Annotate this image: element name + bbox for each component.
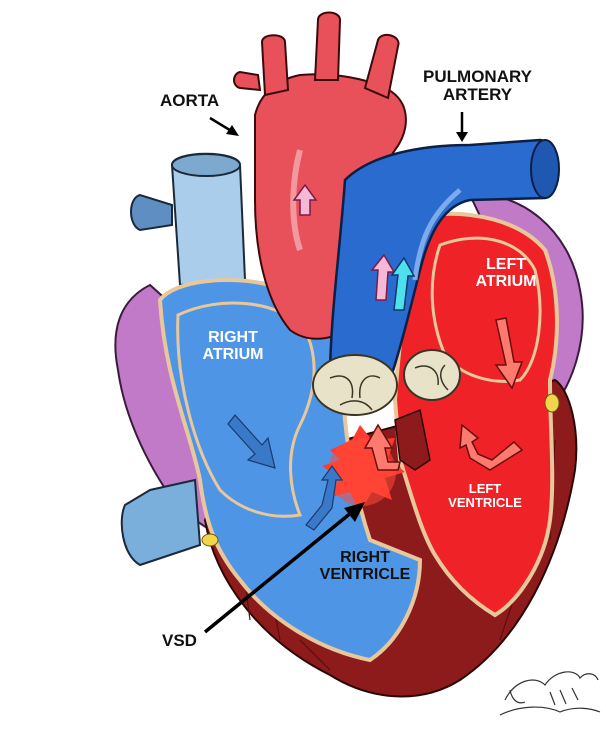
right-ventricle-flow-arrow xyxy=(305,464,344,531)
label-left-ventricle: LEFT VENTRICLE xyxy=(430,482,540,509)
right-atrium-flow-arrow xyxy=(227,414,276,469)
label-pulmonary-artery: PULMONARY ARTERY xyxy=(415,68,540,104)
vsd-pointer xyxy=(203,502,365,634)
label-right-atrium-line1: RIGHT xyxy=(208,329,258,346)
label-right-ventricle: RIGHT VENTRICLE xyxy=(305,549,425,584)
label-aorta: AORTA xyxy=(160,91,220,110)
label-right-atrium-line2: ATRIUM xyxy=(202,345,264,363)
aorta-flow-arrow xyxy=(292,183,318,216)
pulmonary-valve xyxy=(312,354,398,416)
left-atrium-wall xyxy=(430,236,542,383)
left-heart-chamber xyxy=(392,211,559,618)
aorta-branch-left xyxy=(260,34,290,97)
left-ventricle-flow-arrow xyxy=(459,423,524,471)
pulmonary-artery-end xyxy=(530,139,560,199)
aortic-valve xyxy=(403,349,461,401)
label-left-atrium: LEFT ATRIUM xyxy=(466,256,546,291)
label-pulmonary-line1: PULMONARY xyxy=(423,67,532,86)
label-right-atrium: RIGHT ATRIUM xyxy=(188,329,278,364)
vena-cava-opening xyxy=(171,153,241,177)
interventricular-septum xyxy=(394,408,431,471)
label-right-ventricle-line1: RIGHT xyxy=(340,549,390,566)
pulmonary-flow-arrow-cyan xyxy=(390,256,416,311)
aorta-small-branch xyxy=(233,70,262,92)
label-left-ventricle-line2: VENTRICLE xyxy=(448,494,522,510)
aorta-pointer xyxy=(209,116,239,136)
fat-deposit-right xyxy=(544,393,560,413)
label-left-atrium-line1: LEFT xyxy=(486,256,526,273)
aorta-branch-right xyxy=(363,33,400,100)
left-atrium-flow-arrow xyxy=(494,317,524,390)
pulmonary-highlight xyxy=(412,188,462,281)
pulmonary-pointer xyxy=(456,112,468,142)
label-pulmonary-line2: ARTERY xyxy=(442,84,513,104)
label-left-ventricle-line1: LEFT xyxy=(468,481,502,496)
label-right-ventricle-line2: VENTRICLE xyxy=(319,565,411,583)
inferior-vena-cava xyxy=(120,478,202,567)
fat-deposit-left xyxy=(201,533,219,547)
vsd-flow-arrow xyxy=(363,423,401,471)
vena-cava-side-branch xyxy=(130,193,173,232)
aorta xyxy=(254,73,407,340)
pulmonary-flow-arrow-pink xyxy=(370,253,396,301)
aorta-branch-middle xyxy=(313,11,342,81)
label-vsd: VSD xyxy=(162,631,197,650)
artist-signature xyxy=(499,671,601,716)
label-left-atrium-line2: ATRIUM xyxy=(475,272,537,290)
pulmonary-artery xyxy=(328,138,556,382)
